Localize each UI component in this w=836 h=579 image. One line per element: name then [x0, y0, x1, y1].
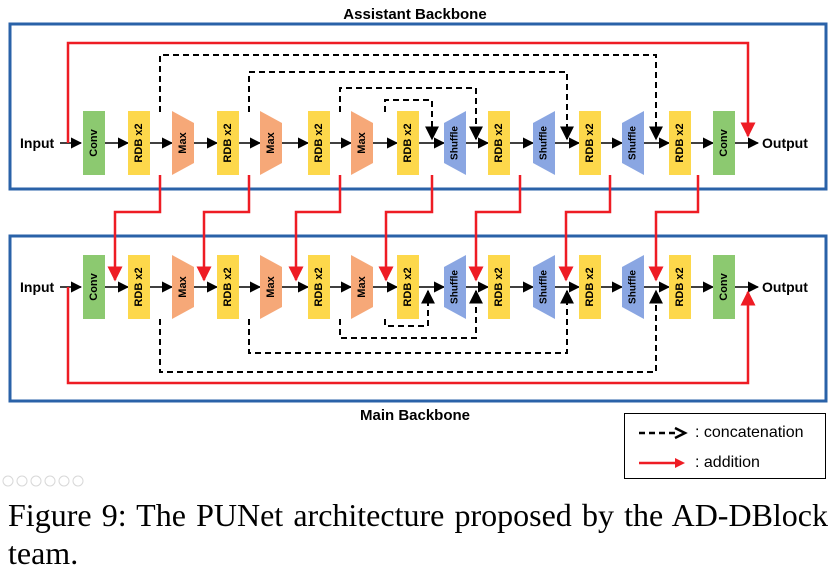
main-backbone-title: Main Backbone [360, 407, 470, 424]
main-block-label: Max [265, 275, 277, 297]
legend: : concatenation : addition [624, 413, 826, 479]
assistant-block-conv-15: Conv [713, 111, 735, 175]
main-block-rdb-12: RDB x2 [579, 255, 601, 319]
main-block-label: RDB x2 [222, 267, 234, 306]
assistant-backbone-title: Assistant Backbone [343, 6, 486, 23]
assistant-block-label: RDB x2 [584, 123, 596, 162]
assistant-block-rdb-2: RDB x2 [128, 111, 150, 175]
assistant-block-label: Conv [718, 128, 730, 156]
assistant-block-rdb-10: RDB x2 [488, 111, 510, 175]
assistant-block-label: RDB x2 [222, 123, 234, 162]
assistant-block-shuffle-11: Shuffle [533, 111, 555, 175]
main-block-label: Shuffle [450, 270, 461, 304]
assistant-input-label: Input [20, 135, 55, 151]
main-blocks: Conv RDB x2 Max RDB x2 Max RDB x2 Max RDB x2 Shu… [83, 255, 735, 319]
assistant-concatenation-paths [159, 54, 663, 141]
main-block-conv-15: Conv [713, 255, 735, 319]
main-block-label: Shuffle [539, 270, 550, 304]
assistant-block-label: RDB x2 [674, 123, 686, 162]
main-block-label: Max [356, 275, 368, 297]
main-concatenation-paths [159, 289, 663, 373]
assistant-block-label: Conv [88, 128, 100, 156]
main-block-shuffle-9: Shuffle [444, 255, 466, 319]
assistant-block-label: Max [356, 131, 368, 153]
assistant-block-rdb-8: RDB x2 [397, 111, 419, 175]
assistant-block-label: Shuffle [539, 126, 550, 160]
flow-arrows [60, 137, 760, 293]
main-block-label: RDB x2 [584, 267, 596, 306]
assistant-backbone-frame [8, 22, 828, 191]
assistant-block-shuffle-9: Shuffle [444, 111, 466, 175]
legend-addition: : addition [637, 452, 760, 474]
legend-concatenation-label: : concatenation [695, 424, 804, 441]
main-block-shuffle-13: Shuffle [622, 255, 644, 319]
main-block-rdb-2: RDB x2 [128, 255, 150, 319]
main-block-max-7: Max [351, 255, 373, 319]
legend-concatenation: : concatenation [637, 422, 804, 444]
assistant-block-max-3: Max [172, 111, 194, 175]
main-block-label: RDB x2 [402, 267, 414, 306]
main-block-label: Max [177, 275, 189, 297]
main-block-rdb-10: RDB x2 [488, 255, 510, 319]
dashed-arrow-icon [639, 426, 688, 440]
main-block-rdb-4: RDB x2 [217, 255, 239, 319]
addition-paths [66, 41, 756, 385]
main-input-label: Input [20, 279, 55, 295]
main-block-label: RDB x2 [313, 267, 325, 306]
main-block-rdb-8: RDB x2 [397, 255, 419, 319]
assistant-block-label: Shuffle [450, 126, 461, 160]
main-block-label: Conv [718, 272, 730, 300]
assistant-block-rdb-14: RDB x2 [669, 111, 691, 175]
assistant-block-shuffle-13: Shuffle [622, 111, 644, 175]
figure-caption: Figure 9: The PUNet architecture propose… [8, 497, 828, 571]
assistant-block-rdb-6: RDB x2 [308, 111, 330, 175]
main-backbone-frame [8, 234, 828, 403]
viewer-toolbar-icons [2, 475, 84, 487]
legend-addition-label: : addition [695, 454, 760, 471]
main-block-rdb-14: RDB x2 [669, 255, 691, 319]
main-block-label: Shuffle [628, 270, 639, 304]
main-block-rdb-6: RDB x2 [308, 255, 330, 319]
assistant-block-rdb-12: RDB x2 [579, 111, 601, 175]
assistant-block-max-7: Max [351, 111, 373, 175]
assistant-block-label: Shuffle [628, 126, 639, 160]
assistant-block-label: RDB x2 [313, 123, 325, 162]
assistant-block-max-5: Max [260, 111, 282, 175]
assistant-block-label: RDB x2 [402, 123, 414, 162]
assistant-block-rdb-4: RDB x2 [217, 111, 239, 175]
assistant-block-conv-1: Conv [83, 111, 105, 175]
main-output-label: Output [762, 279, 808, 295]
main-block-label: RDB x2 [674, 267, 686, 306]
assistant-block-label: Max [265, 131, 277, 153]
assistant-block-label: Max [177, 131, 189, 153]
red-arrow-icon [639, 458, 685, 468]
main-block-conv-1: Conv [83, 255, 105, 319]
main-block-max-3: Max [172, 255, 194, 319]
assistant-block-label: RDB x2 [133, 123, 145, 162]
main-block-max-5: Max [260, 255, 282, 319]
assistant-blocks: Conv RDB x2 Max RDB x2 Max RDB x2 Max RDB x2 Shu… [83, 111, 735, 175]
assistant-block-label: RDB x2 [493, 123, 505, 162]
main-block-label: RDB x2 [493, 267, 505, 306]
main-block-label: Conv [88, 272, 100, 300]
assistant-output-label: Output [762, 135, 808, 151]
main-block-shuffle-11: Shuffle [533, 255, 555, 319]
main-block-label: RDB x2 [133, 267, 145, 306]
